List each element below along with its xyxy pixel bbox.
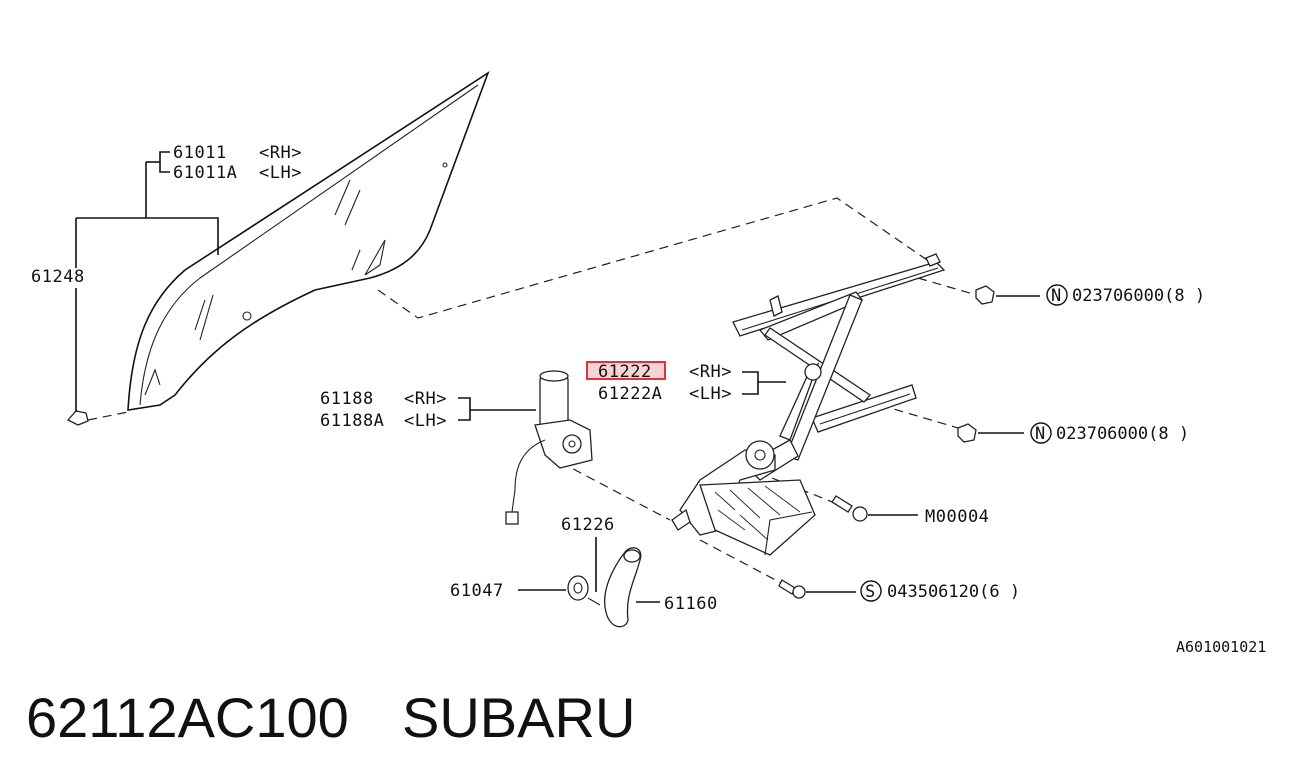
window-regulator	[671, 253, 946, 556]
label-regulator-lh-side: <LH>	[689, 384, 732, 404]
relation-dashes	[377, 197, 981, 586]
label-regulator-rh: 61222	[598, 362, 652, 382]
label-glass-lh: 61011A	[173, 163, 237, 183]
label-motor-rh-side: <RH>	[404, 389, 447, 409]
label-regulator-rh-side: <RH>	[689, 362, 732, 382]
label-handle: 61160	[664, 594, 718, 614]
door-glass	[127, 71, 490, 411]
label-motor-lh: 61188A	[320, 411, 384, 431]
label-washer: 61047	[450, 581, 504, 601]
callout-leaders	[458, 295, 1040, 603]
label-motor-rh: 61188	[320, 389, 374, 409]
nut-lower-symbol-circle	[1030, 422, 1052, 444]
small-parts	[567, 537, 642, 628]
part-number-title: 62112AC100	[26, 686, 349, 749]
nut-lower-symbol: N	[1035, 424, 1045, 444]
nut-upper-symbol: N	[1051, 286, 1061, 306]
label-glass-seal: 61248	[31, 267, 85, 287]
nut-lower-code: 023706000(8 )	[1056, 424, 1189, 444]
glass-seal-clip	[66, 410, 129, 426]
screw-code: 043506120(6 )	[887, 582, 1020, 602]
label-glass-lh-side: <LH>	[259, 163, 302, 183]
highlight-box	[586, 361, 666, 380]
diagram-reference: A601001021	[1176, 638, 1266, 656]
label-bolt: M00004	[925, 507, 989, 527]
brand-title: SUBARU	[402, 686, 635, 749]
label-regulator-lh: 61222A	[598, 384, 662, 404]
screw-symbol: S	[865, 582, 875, 602]
label-glass-rh-side: <RH>	[259, 143, 302, 163]
label-bracket: 61226	[561, 515, 615, 535]
screw-symbol-circle	[860, 580, 882, 602]
regulator-motor	[505, 370, 593, 525]
fasteners	[778, 285, 995, 599]
nut-upper-symbol-circle	[1046, 284, 1068, 306]
glass-leaders	[75, 151, 219, 412]
label-motor-lh-side: <LH>	[404, 411, 447, 431]
nut-upper-code: 023706000(8 )	[1072, 286, 1205, 306]
label-glass-rh: 61011	[173, 143, 227, 163]
